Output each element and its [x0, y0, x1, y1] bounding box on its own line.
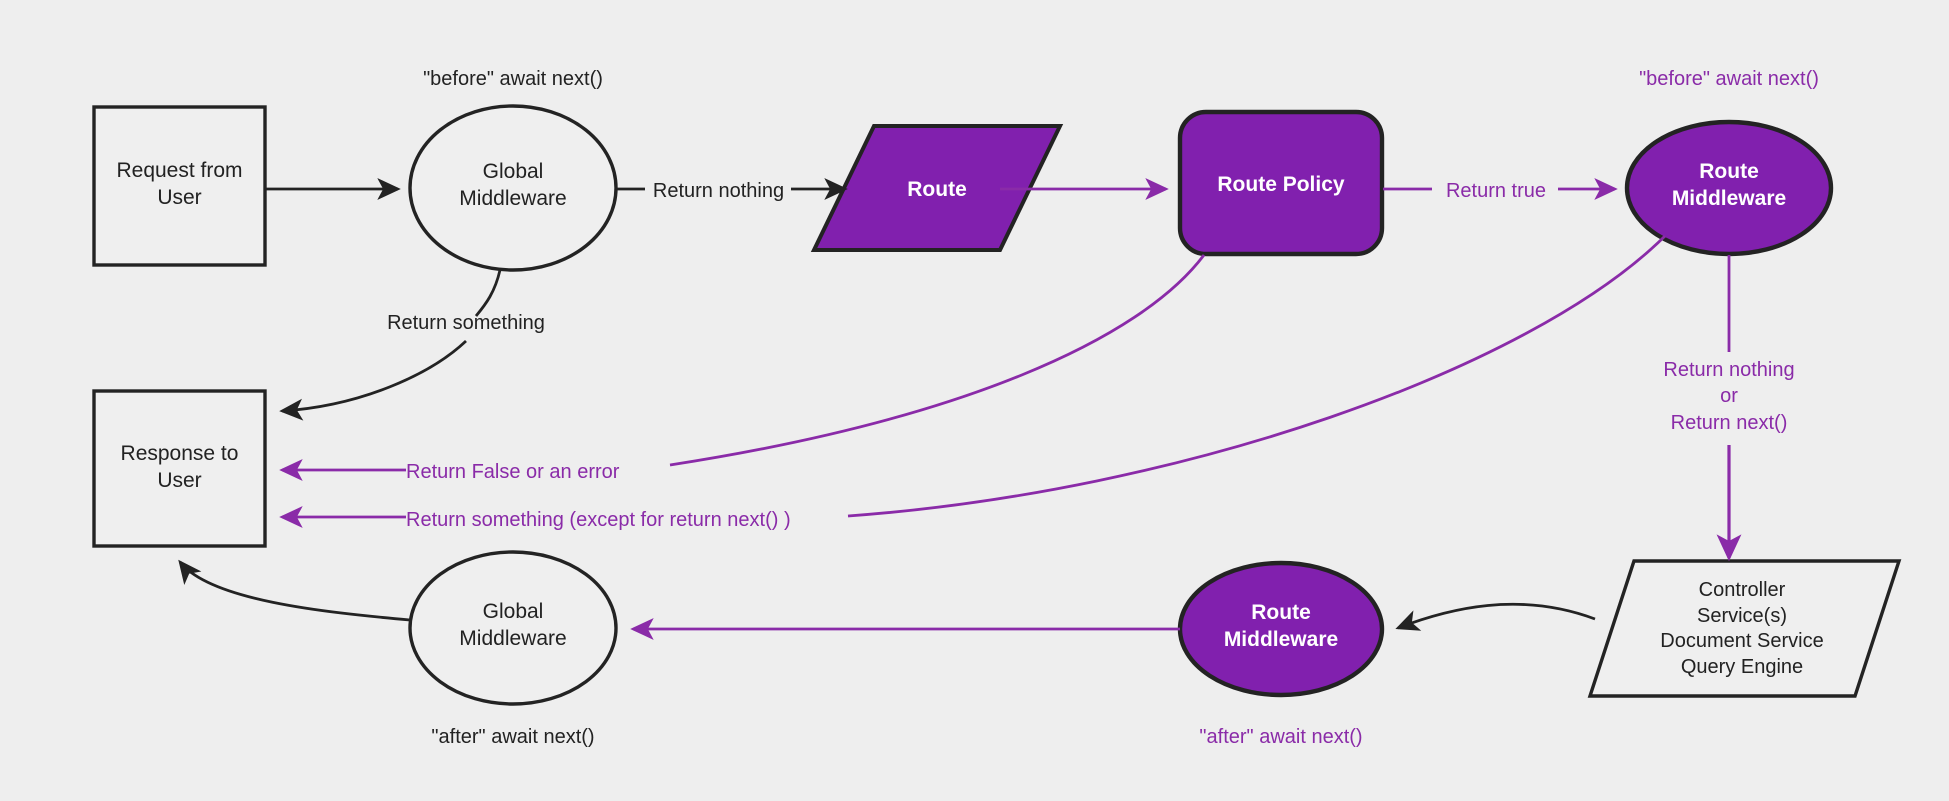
- node-request-from-user: [92, 105, 267, 267]
- edge-controller-to-route-middleware-after: [1395, 602, 1596, 631]
- node-global-middleware-before: [408, 104, 618, 272]
- edge-label-something-to-response: [279, 339, 467, 421]
- node-route-middleware-before: [1624, 119, 1834, 257]
- node-response-to-user: [92, 389, 267, 548]
- node-route: [810, 124, 1064, 252]
- node-route-policy: [1177, 109, 1385, 257]
- edge-global-middleware-to-label-something: [474, 269, 502, 317]
- node-global-middleware-after: [408, 550, 618, 706]
- edge-route-policy-to-response-false: [669, 254, 1206, 467]
- node-route-middleware-after: [1177, 560, 1385, 698]
- edge-global-middleware-after-to-response: [178, 559, 411, 622]
- edge-route-middleware-to-response-something: [847, 235, 1666, 518]
- node-controller-stack: [1587, 559, 1902, 698]
